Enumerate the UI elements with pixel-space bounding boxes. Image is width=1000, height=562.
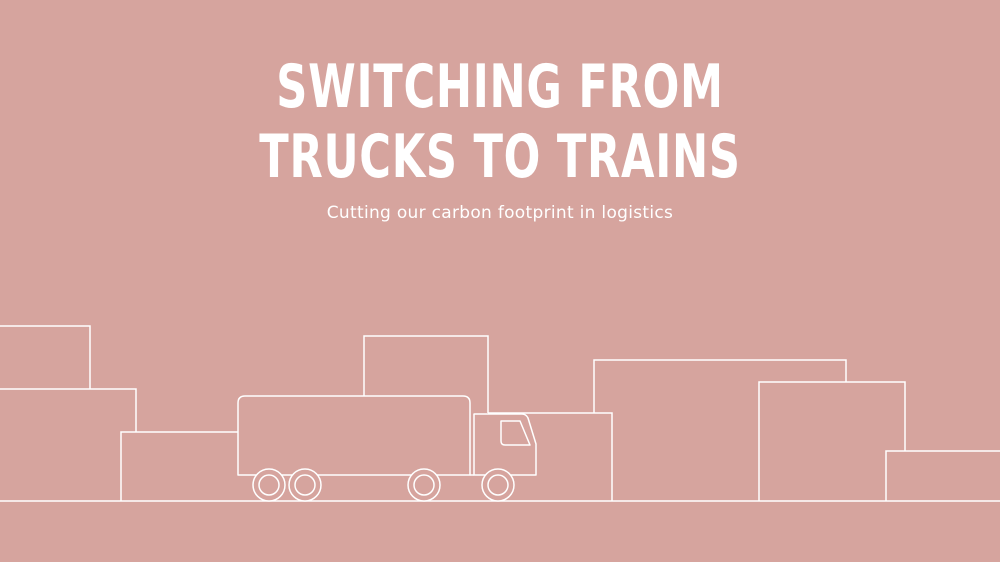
building-block-center-right	[488, 412, 613, 501]
page-title-line-1: Switching from	[276, 52, 724, 122]
building-block-right-wide	[593, 359, 847, 413]
truck-wheel-hub	[413, 474, 435, 496]
truck-window	[500, 420, 531, 446]
building-block-left-top	[0, 325, 91, 389]
truck-cargo-box	[237, 395, 471, 476]
building-block-left-front	[120, 431, 238, 501]
truck-wheel-hub	[294, 474, 316, 496]
page-subtitle: Cutting our carbon footprint in logistic…	[326, 203, 674, 223]
truck-wheel-hub	[487, 474, 509, 496]
building-block-right	[758, 381, 906, 501]
truck-wheel-hub	[258, 474, 280, 496]
delivery-truck-icon	[237, 395, 537, 502]
building-block-center-tall	[363, 335, 489, 413]
building-block-far-right	[885, 450, 1000, 501]
page-title: Switching from trucks to trains	[140, 52, 860, 192]
building-block-left	[0, 388, 137, 432]
page-title-line-2: trucks to trains	[259, 122, 741, 192]
